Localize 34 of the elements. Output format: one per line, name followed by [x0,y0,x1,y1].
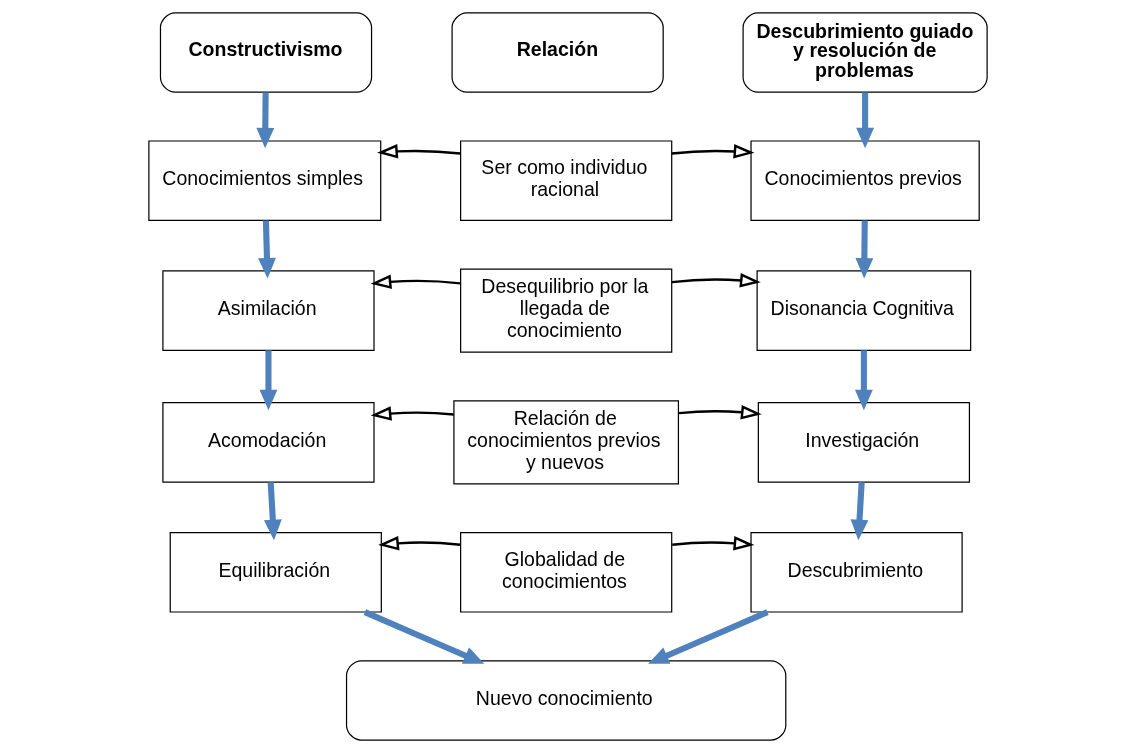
arrow [671,144,755,159]
arrow [671,273,761,288]
node-box: Acomodación [162,402,375,483]
arrow [648,609,769,664]
arrow [678,404,762,420]
node-box: Disonancia Cognitiva [756,270,972,351]
arrow [855,220,874,279]
arrow [377,144,461,159]
arrow [378,536,461,551]
arrow [363,609,485,664]
node-box: Ser como individuo racional [460,140,673,221]
node-box: Relación de conocimientos previos y nuevos [453,400,680,485]
node-box: Investigación [757,402,971,483]
node-box: Nuevo conocimiento [345,660,787,741]
node-box: Desequilibrio por la llegada de conocimiento [460,268,673,353]
arrow [850,482,869,541]
node-box: Descubrimiento guiado y resolución de problemas [742,12,988,93]
node-box: Conocimientos previos [750,140,980,221]
arrow [370,406,454,421]
arrow [259,350,278,411]
arrow [258,220,276,279]
node-box: Asimilación [162,270,375,351]
arrow [263,482,282,541]
arrow [370,274,461,289]
node-box: Relación [451,12,664,93]
node-box: Conocimientos simples [148,140,382,221]
arrow [854,350,873,411]
arrow [672,536,755,551]
arrow [256,92,275,149]
node-box: Constructivismo [159,12,373,93]
node-box: Equilibración [169,532,382,613]
node-box: Descubrimiento [750,532,963,613]
node-box: Globalidad de conocimientos [460,532,673,613]
arrow [856,92,875,149]
